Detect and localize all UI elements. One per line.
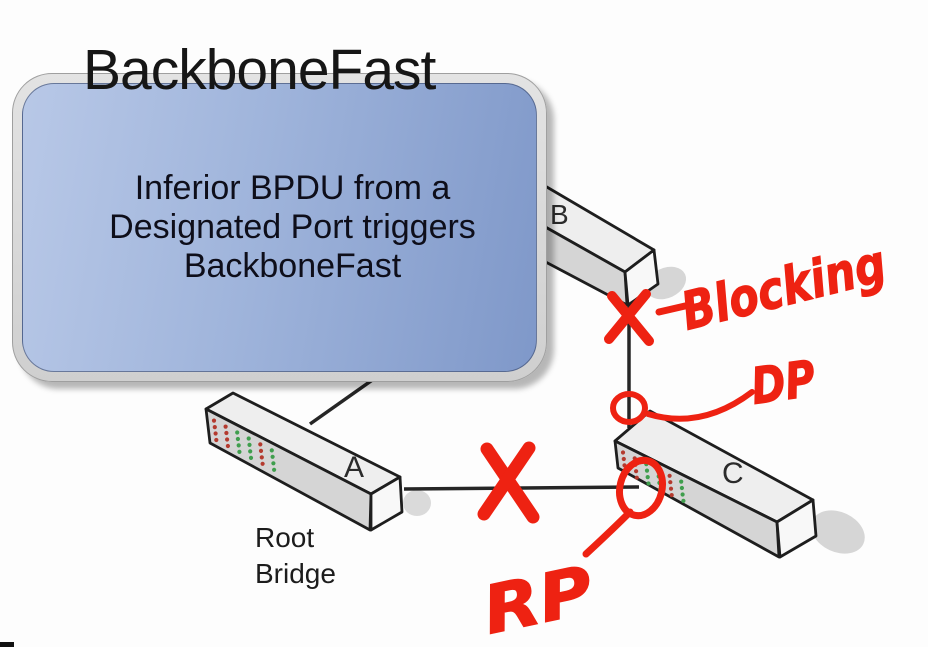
link-a-c [403, 485, 640, 491]
switch-c: C [613, 409, 818, 559]
link-a-b [308, 374, 380, 426]
slide-title: BackboneFast [83, 38, 436, 103]
switch-b-label: B [550, 199, 569, 230]
dp-port-circle [610, 391, 648, 425]
root-bridge-caption: Root Bridge [255, 520, 336, 592]
switch-a-shadow [403, 490, 431, 516]
blocking-dash [655, 302, 689, 316]
switch-b: B [538, 181, 660, 307]
link-failure-x-mark [477, 441, 540, 524]
callout-inner: Inferior BPDU from a Designated Port tri… [22, 83, 537, 372]
dp-label: DP [748, 350, 819, 416]
switch-c-label: C [722, 457, 744, 490]
blocking-label: Blocking [676, 234, 892, 343]
switch-a-led-panel [211, 418, 277, 472]
switch-c-shadow [811, 510, 865, 554]
root-bridge-caption-line: Bridge [255, 558, 336, 589]
callout-text-line: Designated Port triggers [109, 208, 476, 246]
root-bridge-caption-line: Root [255, 522, 315, 553]
callout-box: Inferior BPDU from a Designated Port tri… [12, 73, 547, 382]
switch-a: A [204, 391, 404, 532]
rp-port-circle [616, 456, 666, 520]
callout-text-line: Inferior BPDU from a [134, 169, 451, 207]
dp-pointer-line [645, 389, 755, 422]
blocking-x-mark [604, 289, 654, 346]
rp-label: RP [476, 551, 600, 647]
callout-text-line: BackboneFast [183, 247, 402, 285]
rp-pointer-line [582, 508, 634, 558]
screen-edge-artifact [0, 642, 14, 647]
switch-a-label: A [344, 451, 364, 484]
